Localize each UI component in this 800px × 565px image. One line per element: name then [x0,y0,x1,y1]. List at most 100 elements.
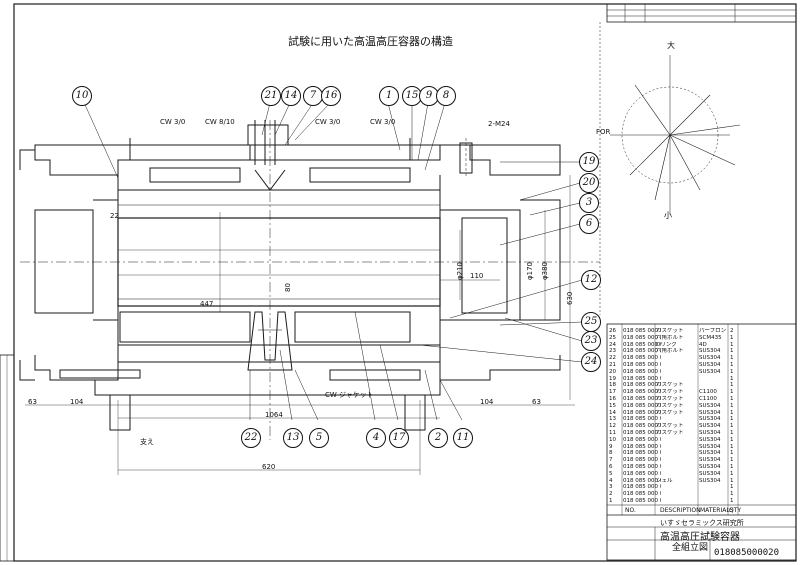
parts-list-desc: 六角ボルト [656,348,684,355]
parts-list-code: 018 085 000 016 [623,396,661,402]
parts-list-qty: 1 [730,396,734,402]
label-leg: 支え [140,438,154,446]
balloon-1: 1 [379,86,399,106]
parts-list-qty: 1 [730,382,734,389]
parts-list-code: 018 085 000 008 [623,450,661,457]
parts-list-no: 19 [609,375,616,382]
dim-d380: φ380 [541,262,549,280]
parts-list-no: 14 [609,409,616,416]
parts-list-code: 018 085 000 004 [623,477,661,484]
parts-list-qty: 1 [730,334,734,341]
parts-list-desc: ガスケット [656,396,684,402]
parts-list-code: 018 085 000 001 [623,498,661,504]
parts-list-code: 018 085 000 025 [623,334,661,341]
balloon-9: 9 [419,86,439,106]
parts-list-desc: ガスケット [656,423,684,430]
parts-list-qty: 1 [730,416,734,423]
dim-80: 80 [284,283,292,292]
parts-list-qty: 1 [730,477,734,484]
dim-110: 110 [470,272,484,280]
tb-material-header: MATERIALS [700,507,734,514]
balloon-11: 11 [453,428,473,448]
balloon-8: 8 [436,86,456,106]
dim-104-left: 104 [70,398,84,406]
balloon-4: 4 [366,428,386,448]
parts-list-mat: SUS304 [699,464,721,470]
parts-list-code: 018 085 000 015 [623,402,661,409]
parts-list-no: 20 [609,368,616,375]
parts-list-qty: 1 [730,348,734,355]
parts-list-code: 018 085 000 019 [623,375,661,382]
parts-list-qty: 1 [730,389,734,396]
parts-list-qty: 1 [730,464,734,470]
parts-list-desc: ガスケット [656,328,684,334]
parts-list-qty: 1 [730,362,734,368]
balloon-25: 25 [581,312,601,332]
parts-list-no: 16 [609,396,616,402]
parts-list-desc: ガスケット [656,402,684,409]
parts-list-qty: 1 [730,402,734,409]
parts-list-qty: 1 [730,341,734,348]
parts-list-code: 018 085 000 011 [623,430,661,436]
dim-63-left: 63 [28,398,37,406]
parts-list-mat: SUS304 [699,416,721,423]
balloon-20: 20 [579,173,599,193]
parts-list-qty: 1 [730,355,734,362]
parts-list-qty: 1 [730,430,734,436]
dim-620: 620 [262,463,276,471]
parts-list-qty: 1 [730,436,734,443]
dim-22: 22 [110,212,119,220]
parts-list-no: 3 [609,484,613,491]
label-cw-d: CW 3/0 [370,118,396,126]
parts-list-no: 10 [609,436,616,443]
vessel-body [19,97,600,475]
parts-list-code: 018 085 000 006 [623,464,661,470]
tb-drawing-subname: 全組立図 [672,543,709,553]
parts-list-mat: SCM435 [699,334,722,341]
balloon-5: 5 [309,428,329,448]
parts-list-no: 17 [609,389,616,396]
parts-list-mat: 4D [699,341,707,348]
parts-list-no: 4 [609,477,613,484]
parts-list-no: 9 [609,443,613,450]
parts-list-desc: ガスケット [656,430,684,436]
label-cw-c: CW 3/0 [315,118,341,126]
parts-list-code: 018 085 000 010 [623,436,661,443]
parts-list-qty: 1 [730,375,734,382]
balloon-10: 10 [72,86,92,106]
balloon-19: 19 [579,152,599,172]
parts-list-desc: シェル [656,477,673,484]
tb-doc-number: 018085000020 [714,548,780,558]
parts-list-no: 26 [609,328,616,334]
parts-list-no: 24 [609,341,616,348]
parts-list-code: 018 085 000 013 [623,416,661,423]
parts-list-no: 25 [609,334,616,341]
parts-list-mat: C1100 [699,396,717,402]
tb-drawing-name: 高温高圧試験容器 [660,532,740,543]
parts-list-code: 018 085 000 003 [623,484,661,491]
parts-list-code: 018 085 000 020 [623,368,661,375]
balloon-16: 16 [321,86,341,106]
parts-list-mat: SUS304 [699,409,721,416]
balloon-23: 23 [581,331,601,351]
parts-list-mat: パーフロン [699,328,727,334]
balloon-2: 2 [428,428,448,448]
dim-d170: φ170 [526,262,534,280]
dim-104-right: 104 [480,398,494,406]
parts-list-code: 018 085 000 018 [623,382,661,389]
revision-table [599,3,797,315]
parts-list-qty: 2 [730,328,734,334]
balloon-3: 3 [579,193,599,213]
label-jacket: CW ジャケット [325,391,374,399]
dim-447: 447 [200,300,214,308]
dim-d210: φ210 [456,262,464,280]
parts-list-desc: ガスケット [656,409,684,416]
parts-list-code: 018 085 000 021 [623,362,661,368]
parts-list-desc: Oリング [656,341,677,348]
parts-list-mat: SUS304 [699,423,721,430]
parts-list-desc: ガスケット [656,389,684,396]
parts-list-qty: 1 [730,491,734,498]
parts-list-code: 018 085 000 012 [623,423,661,430]
dim-630: 630 [566,291,574,305]
parts-list-no: 22 [609,355,616,362]
